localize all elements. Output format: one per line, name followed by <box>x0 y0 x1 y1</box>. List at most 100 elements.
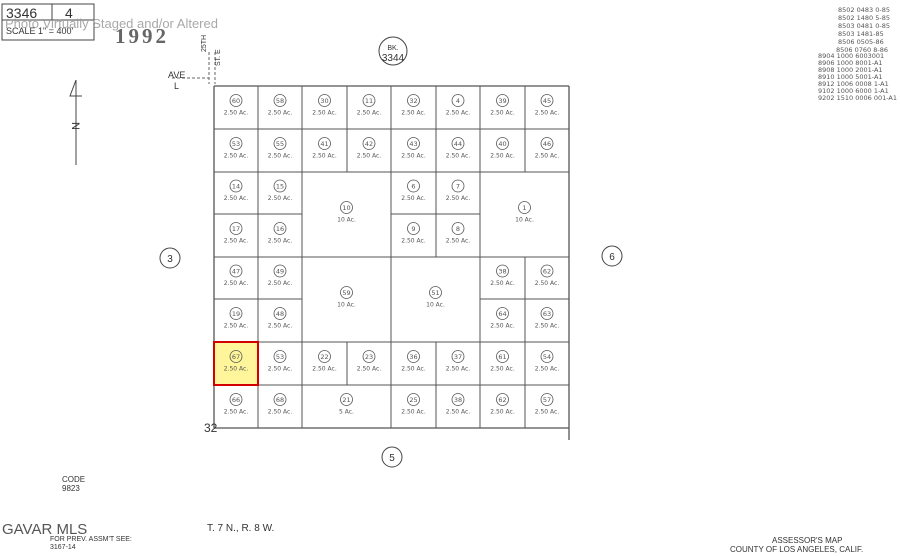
book-label-prefix: BK. <box>387 45 398 52</box>
parcel-lot[interactable]: 452.50 Ac. <box>535 94 560 117</box>
staging-watermark: Photo Virtually Staged and/or Altered <box>5 16 218 31</box>
parcel-lot[interactable]: 142.50 Ac. <box>224 179 249 202</box>
parcel-lot[interactable]: 232.50 Ac. <box>357 350 382 373</box>
parcel-lot[interactable]: 172.50 Ac. <box>224 222 249 245</box>
parcel-lot[interactable]: 472.50 Ac. <box>224 264 249 287</box>
parcel-lot[interactable]: 532.50 Ac. <box>268 350 293 373</box>
parcel-lot[interactable]: 622.50 Ac. <box>535 264 560 287</box>
parcel-lot[interactable]: 322.50 Ac. <box>401 94 426 117</box>
parcel-number: 53 <box>276 353 284 361</box>
parcel-number: 53 <box>232 140 240 148</box>
parcel-lot[interactable]: 382.50 Ac. <box>446 393 471 416</box>
parcel-lot[interactable]: 602.50 Ac. <box>224 94 249 117</box>
parcel-lot[interactable]: 492.50 Ac. <box>268 264 293 287</box>
parcel-lot[interactable]: 442.50 Ac. <box>446 137 471 160</box>
parcel-lot[interactable]: 432.50 Ac. <box>401 137 426 160</box>
parcel-lot[interactable]: 482.50 Ac. <box>268 307 293 330</box>
parcel-number: 16 <box>276 225 284 233</box>
parcel-area: 2.50 Ac. <box>357 366 382 373</box>
parcel-codes-top: 8502 0483 0-85 8502 1480 5-85 8503 0481 … <box>838 6 890 46</box>
street-name: 25TH <box>201 35 208 52</box>
map-header: 3346 4 SCALE 1" = 400' 1992 Photo Virtua… <box>1 3 218 48</box>
parcel-area: 2.50 Ac. <box>401 110 426 117</box>
parcel-lot[interactable]: 192.50 Ac. <box>224 307 249 330</box>
parcel-number: 58 <box>276 97 284 105</box>
parcel-number-circle <box>229 264 243 278</box>
parcel-number-circle <box>273 307 287 320</box>
parcel-lot[interactable]: 82.50 Ac. <box>446 222 471 245</box>
parcel-lot[interactable]: 72.50 Ac. <box>446 179 471 202</box>
parcel-number-circle <box>362 137 376 150</box>
parcel-number-circle <box>273 137 287 150</box>
parcel-lot[interactable]: 222.50 Ac. <box>312 350 337 373</box>
parcel-number-circle <box>229 350 243 363</box>
parcel-area: 2.50 Ac. <box>446 409 471 416</box>
parcel-area: 2.50 Ac. <box>446 110 471 117</box>
parcel-area: 2.50 Ac. <box>268 280 293 287</box>
parcel-area: 2.50 Ac. <box>401 238 426 245</box>
parcel-area: 2.50 Ac. <box>535 280 560 287</box>
parcel-lot[interactable]: 632.50 Ac. <box>535 307 560 330</box>
parcel-number: 19 <box>232 310 240 318</box>
parcel-lot[interactable]: 672.50 Ac. <box>224 350 249 373</box>
parcel-lot[interactable]: 532.50 Ac. <box>224 137 249 160</box>
parcel-lot[interactable]: 302.50 Ac. <box>312 94 337 117</box>
avenue-label: AVE <box>168 70 185 80</box>
highlighted-parcel[interactable] <box>213 341 259 386</box>
parcel-area: 2.50 Ac. <box>490 409 515 416</box>
parcel-number-circle <box>451 222 465 235</box>
parcel-number: 9 <box>411 225 415 233</box>
parcel-code: 8904 1000 6003001 <box>818 52 884 60</box>
parcel-number-circle <box>318 137 331 150</box>
parcel-lot[interactable]: 542.50 Ac. <box>535 350 560 373</box>
parcel-number-circle <box>407 94 420 107</box>
parcel-lot[interactable]: 362.50 Ac. <box>401 350 426 373</box>
parcel-lot[interactable]: 462.50 Ac. <box>535 137 560 160</box>
parcel-area: 5 Ac. <box>339 409 354 416</box>
parcel-number-circle <box>451 179 465 193</box>
parcel-lot[interactable]: 582.50 Ac. <box>268 94 293 117</box>
north-label: N <box>69 122 81 130</box>
parcel-code: 9202 1510 0006 001-A1 <box>818 94 897 102</box>
parcel-lot[interactable]: 412.50 Ac. <box>312 137 337 160</box>
parcel-lot[interactable]: 422.50 Ac. <box>357 137 382 160</box>
parcel-lot[interactable]: 572.50 Ac. <box>535 393 560 416</box>
parcel-lot-large[interactable]: 110 Ac. <box>515 201 534 224</box>
parcel-lot[interactable]: 9 2.50 Ac. <box>401 222 426 245</box>
parcel-number: 40 <box>498 140 506 148</box>
parcel-lot[interactable]: 392.50 Ac. <box>490 94 515 117</box>
parcel-number: 66 <box>232 396 240 404</box>
adjacent-page-east: 6 <box>609 252 615 263</box>
parcel-lot[interactable]: 662.50 Ac. <box>224 393 249 416</box>
parcel-lot[interactable]: 42.50 Ac. <box>446 94 471 117</box>
parcel-number-circle <box>340 201 353 214</box>
parcel-code: 8502 1480 5-85 <box>838 14 890 22</box>
parcel-lot[interactable]: 622.50 Ac. <box>490 393 515 416</box>
assessor-map-label: ASSESSOR'S MAP <box>772 536 842 545</box>
parcel-lot[interactable]: 16 2.50 Ac. <box>268 222 293 245</box>
parcel-lot[interactable]: 152.50 Ac. <box>268 179 293 202</box>
parcel-lot[interactable]: 642.50 Ac. <box>490 307 515 330</box>
parcel-lot[interactable]: 372.50 Ac. <box>446 350 471 373</box>
section-number: 32 <box>204 421 218 435</box>
parcel-lot[interactable]: 612.50 Ac. <box>490 350 515 373</box>
parcel-area: 2.50 Ac. <box>268 238 293 245</box>
parcel-number: 63 <box>543 310 551 318</box>
parcel-lot[interactable]: 382.50 Ac. <box>490 264 515 287</box>
parcel-lot-large[interactable]: 215 Ac. <box>339 393 354 416</box>
parcel-number-circle <box>540 264 554 278</box>
parcel-number-circle <box>340 286 353 299</box>
parcel-lot[interactable]: 62.50 Ac. <box>401 179 426 202</box>
adjacent-page-west: 3 <box>167 254 173 265</box>
parcel-lot[interactable]: 552.50 Ac. <box>268 137 293 160</box>
parcel-lot[interactable]: 682.50 Ac. <box>268 393 293 416</box>
parcel-lot[interactable]: 112.50 Ac. <box>357 94 382 117</box>
parcel-lot[interactable]: 402.50 Ac. <box>490 137 515 160</box>
code-block: CODE 9823 <box>62 475 85 493</box>
parcel-number-circle <box>229 137 243 150</box>
parcel-lot[interactable]: 252.50 Ac. <box>401 393 426 416</box>
parcel-number-circle <box>496 137 509 150</box>
